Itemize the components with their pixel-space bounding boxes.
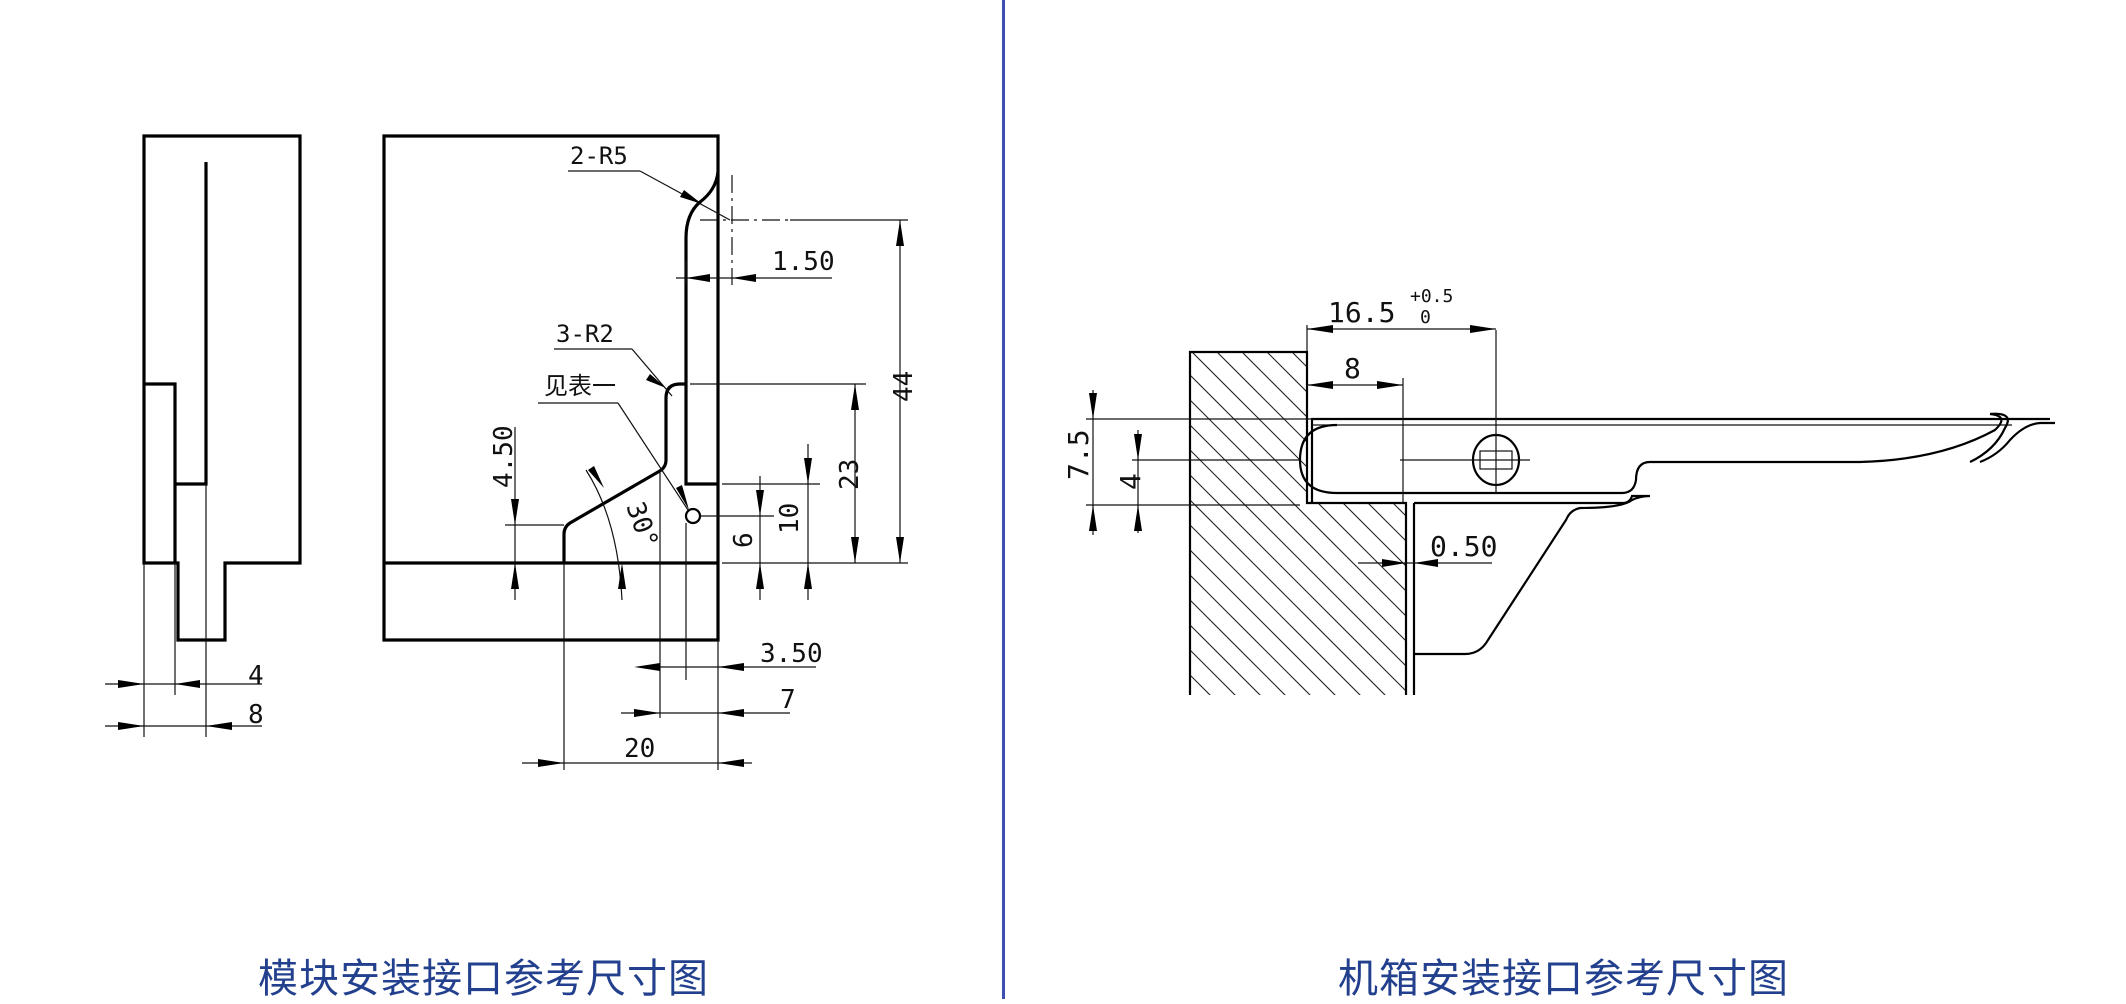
dim-label-1-50: 1.50 bbox=[772, 247, 835, 277]
tolerance-lower: 0 bbox=[1420, 307, 1431, 328]
label-see-table: 见表一 bbox=[544, 372, 616, 400]
label-3-r2: 3-R2 bbox=[556, 320, 614, 348]
dim-label-10: 10 bbox=[775, 503, 805, 534]
latch-body bbox=[1298, 412, 2003, 495]
dim-label-7: 7 bbox=[780, 685, 796, 715]
dim-label-7-5: 7.5 bbox=[1062, 429, 1095, 480]
panel-divider bbox=[1002, 0, 1005, 999]
angle-label-30: 30° bbox=[619, 498, 663, 552]
chassis-interface-caption: 机箱安装接口参考尺寸图 bbox=[1338, 956, 1789, 1002]
dim-label-8-chassis: 8 bbox=[1344, 352, 1361, 385]
dim-label-4-chassis: 4 bbox=[1114, 473, 1147, 490]
label-2-r5: 2-R5 bbox=[570, 142, 628, 170]
dim-label-3-50: 3.50 bbox=[760, 639, 823, 669]
side-view-step bbox=[144, 382, 177, 563]
dim-label-6: 6 bbox=[729, 532, 759, 548]
side-view-outline bbox=[142, 134, 302, 642]
dim-label-20: 20 bbox=[624, 734, 655, 764]
dim-label-0-50: 0.50 bbox=[1430, 530, 1497, 563]
tolerance-upper: +0.5 bbox=[1410, 286, 1453, 307]
side-view-slot bbox=[175, 162, 208, 486]
dim-label-16-5: 16.5 bbox=[1328, 296, 1395, 329]
dim-label-4-50: 4.50 bbox=[489, 425, 519, 488]
chassis-wall-outline bbox=[1188, 350, 1408, 695]
bracket-profile bbox=[1414, 494, 1651, 656]
dim-label-23: 23 bbox=[835, 459, 865, 490]
module-front-view: 2-R5 3-R2 见表一 1.50 44 bbox=[382, 134, 919, 770]
slot-profile bbox=[684, 171, 720, 486]
module-interface-caption: 模块安装接口参考尺寸图 bbox=[258, 956, 709, 1002]
angle-arc-30 bbox=[585, 469, 623, 601]
module-side-view: 4 8 bbox=[105, 134, 302, 737]
notch-profile bbox=[562, 382, 686, 563]
dim-label-8: 8 bbox=[248, 700, 264, 730]
hole-marker bbox=[684, 507, 702, 525]
dim-label-44: 44 bbox=[889, 371, 919, 402]
dim-label-4: 4 bbox=[248, 661, 264, 691]
chassis-section-view: 16.5 +0.5 0 8 7.5 4 bbox=[1062, 286, 2055, 695]
latch-tip bbox=[1969, 412, 2009, 463]
chassis-wall-hatch bbox=[1190, 352, 1406, 695]
